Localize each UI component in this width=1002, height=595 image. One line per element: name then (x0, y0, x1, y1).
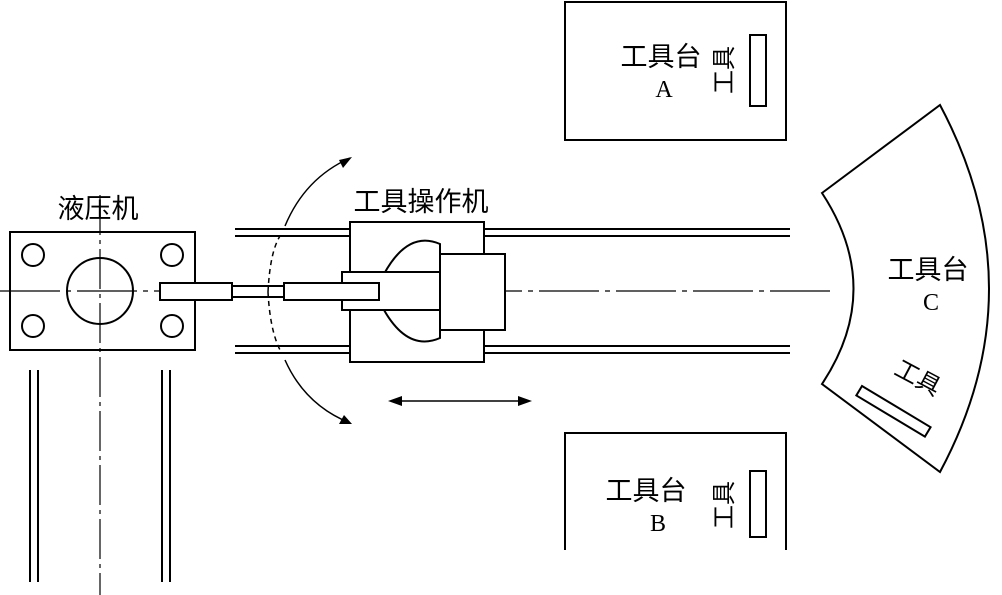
tool-table-a (564, 1, 787, 141)
table-b-label: 工具台 (606, 476, 687, 507)
hydraulic-press (9, 231, 196, 582)
tool-table-c (820, 103, 990, 474)
table-a-letter: A (655, 77, 673, 103)
table-b-letter: B (650, 511, 666, 537)
labels: 液压机 工具操作机 工具台 A 工具 工具台 B 工具 工具台 C 工具 (58, 42, 969, 537)
manipulator-rails (235, 228, 790, 354)
arrowheads (339, 157, 532, 424)
table-c-label: 工具台 (888, 255, 969, 286)
table-a-label: 工具台 (621, 42, 702, 73)
press-label: 液压机 (58, 194, 139, 225)
tool-table-b (564, 432, 787, 550)
manipulator-arm (159, 282, 380, 301)
tool-b-label: 工具 (710, 481, 738, 529)
table-c-letter: C (923, 290, 939, 316)
tool-a-label: 工具 (710, 46, 738, 94)
manipulator-label: 工具操作机 (354, 187, 489, 218)
